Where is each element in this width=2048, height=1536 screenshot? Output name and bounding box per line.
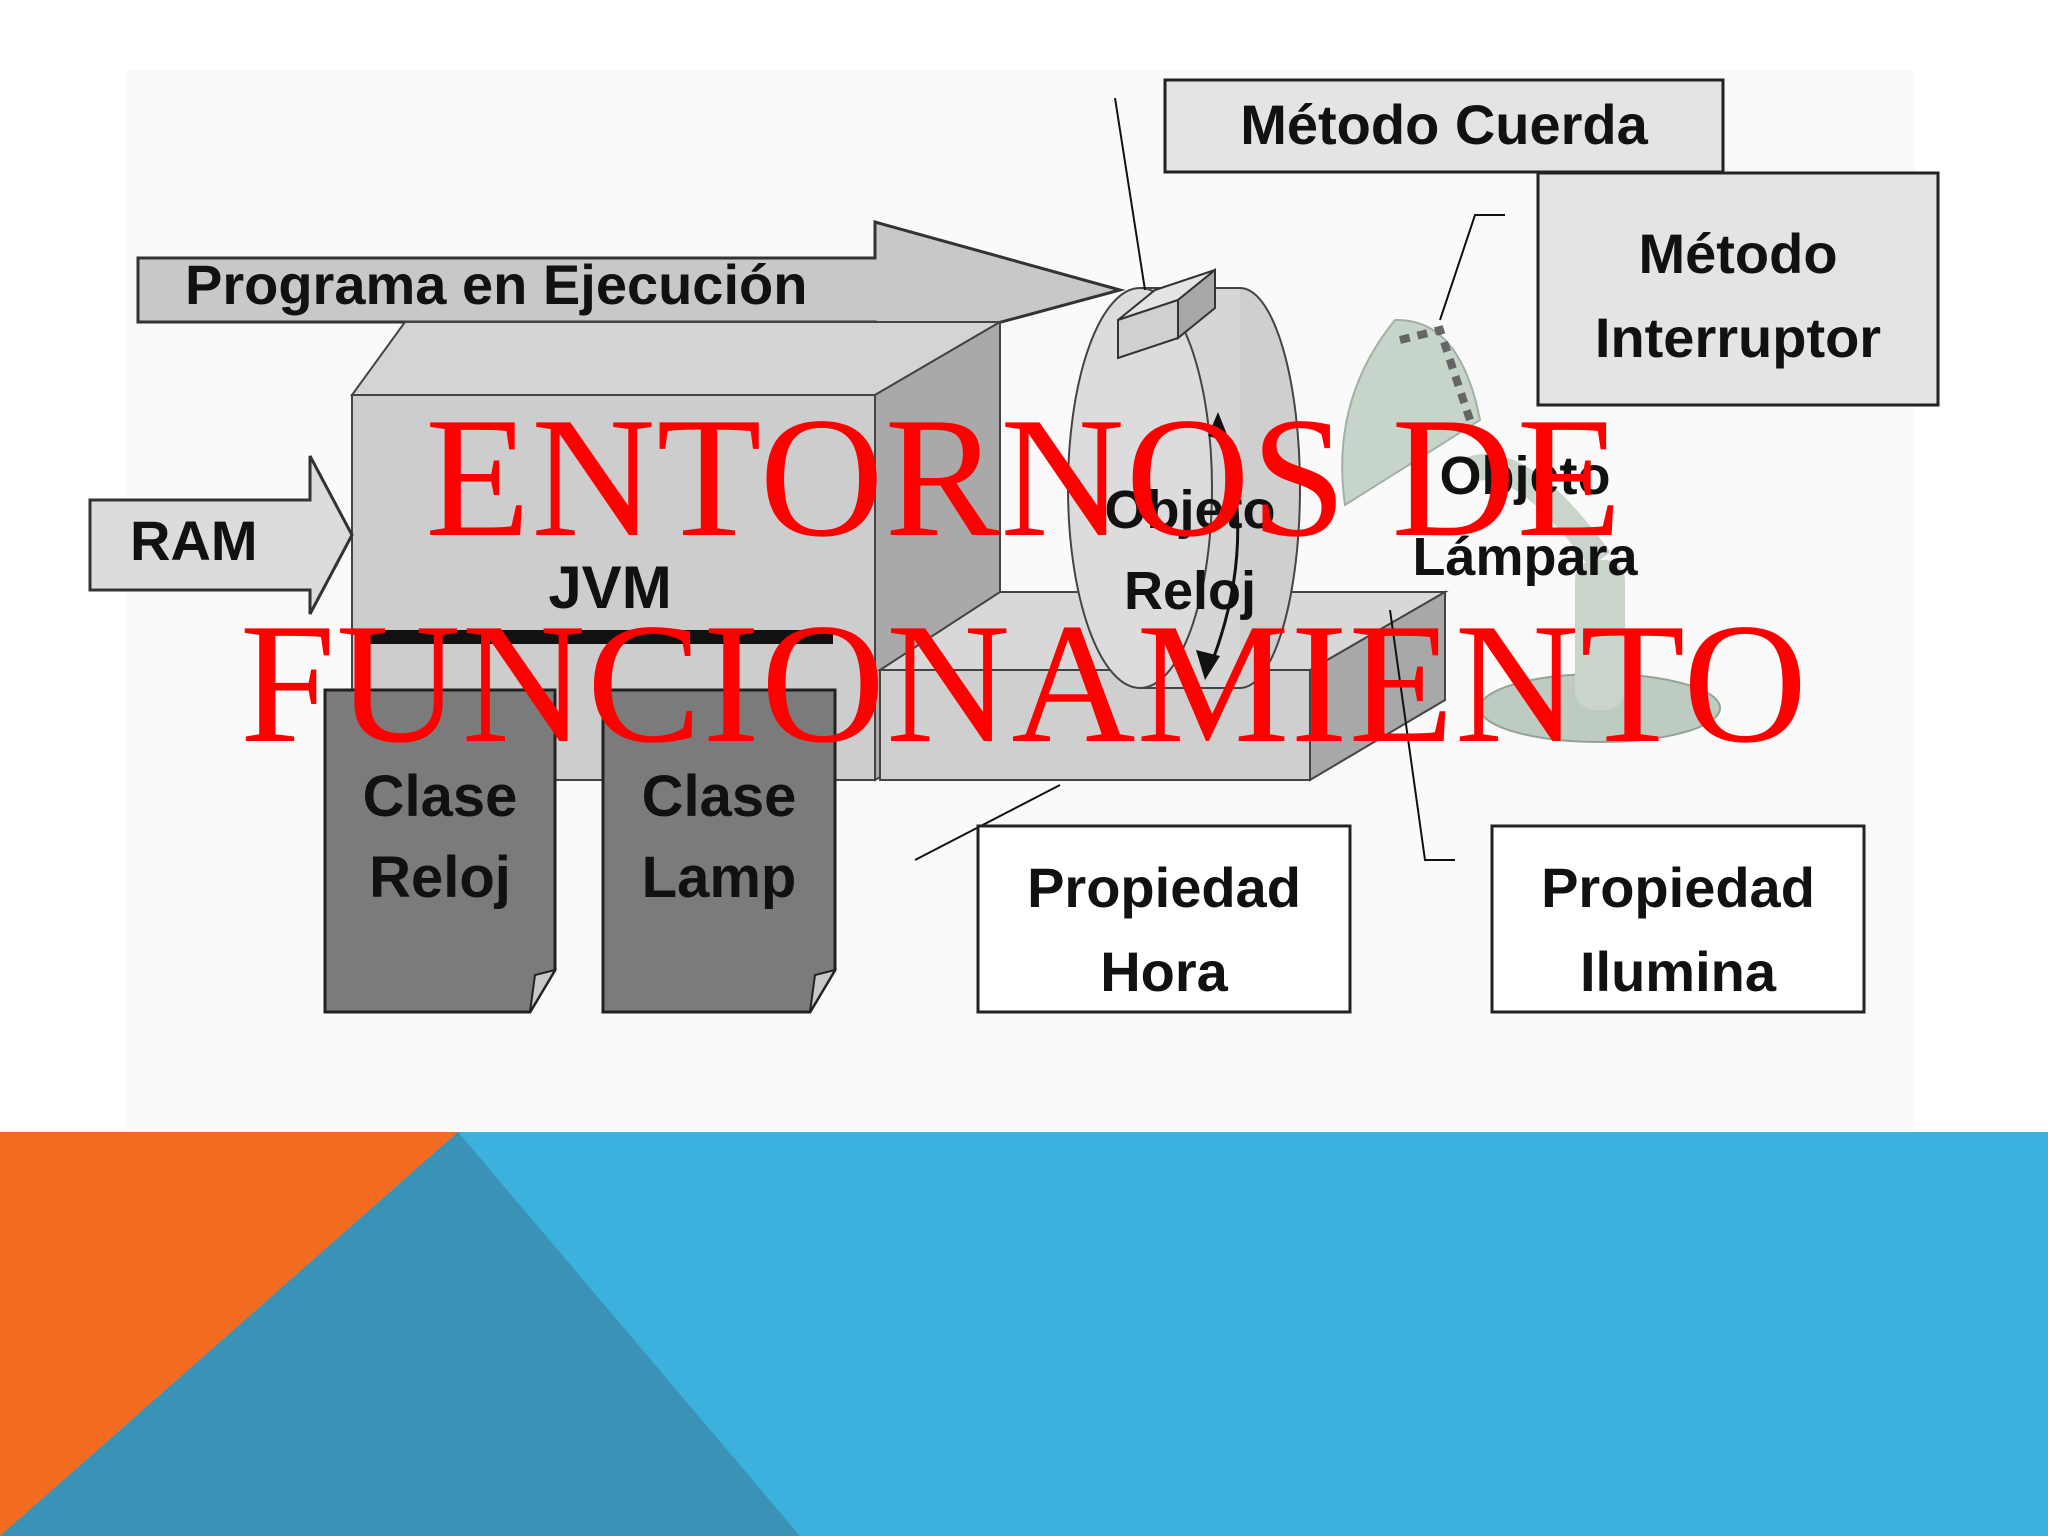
object-clock-line2: Reloj xyxy=(1123,561,1257,621)
object-clock-label: Objeto Reloj xyxy=(1070,470,1310,632)
object-lamp-line1: Objeto xyxy=(1439,446,1611,506)
clock-face xyxy=(1067,287,1213,689)
method-interruptor-line2: Interruptor xyxy=(1594,306,1882,369)
ram-arrow xyxy=(88,455,354,615)
class-reloj-line1: Clase xyxy=(362,764,518,829)
prop-hora-box xyxy=(976,824,1352,1014)
oop-diagram xyxy=(88,78,1940,1014)
lamp-picture xyxy=(1341,318,1721,743)
method-cuerda-label: Método Cuerda xyxy=(1240,93,1648,156)
method-interruptor-box xyxy=(1536,171,1940,407)
leader-lines xyxy=(914,97,1505,861)
object-lamp-label: Objeto Lámpara xyxy=(1360,436,1690,598)
prop-ilumina-label: Propiedad Ilumina xyxy=(1492,846,1864,1014)
method-interruptor-line1: Método xyxy=(1638,222,1838,285)
class-lamp-document xyxy=(601,688,838,1014)
class-lamp-line1: Clase xyxy=(641,764,797,829)
class-reloj-document xyxy=(323,688,558,1014)
prop-ilumina-box xyxy=(1490,824,1866,1014)
object-clock-line1: Objeto xyxy=(1104,480,1276,540)
jvm-bar xyxy=(368,630,833,644)
prop-hora-label: Propiedad Hora xyxy=(978,846,1350,1014)
object-lamp-line2: Lámpara xyxy=(1412,527,1638,587)
slide-title-line2: FUNCIONAMIENTO xyxy=(239,589,1809,779)
slide-title-line1: ENTORNOS DE xyxy=(425,383,1623,573)
method-cuerda-box xyxy=(1163,78,1725,174)
bottom-decor-band xyxy=(0,1132,2048,1536)
prop-hora-line1: Propiedad xyxy=(1027,856,1301,919)
prop-ilumina-line1: Propiedad xyxy=(1541,856,1815,919)
prop-ilumina-line2: Ilumina xyxy=(1579,940,1777,1003)
class-reloj-line2: Reloj xyxy=(369,845,511,911)
class-lamp-line2: Lamp xyxy=(641,845,797,911)
program-arrow-label: Programa en Ejecución xyxy=(185,253,808,316)
class-reloj-label: Clase Reloj xyxy=(325,756,555,918)
prop-hora-line2: Hora xyxy=(1100,940,1228,1003)
class-lamp-label: Clase Lamp xyxy=(603,756,835,918)
jvm-label: JVM xyxy=(548,554,672,621)
method-interruptor-label: Método Interruptor xyxy=(1538,212,1938,380)
ram-label: RAM xyxy=(130,509,258,572)
